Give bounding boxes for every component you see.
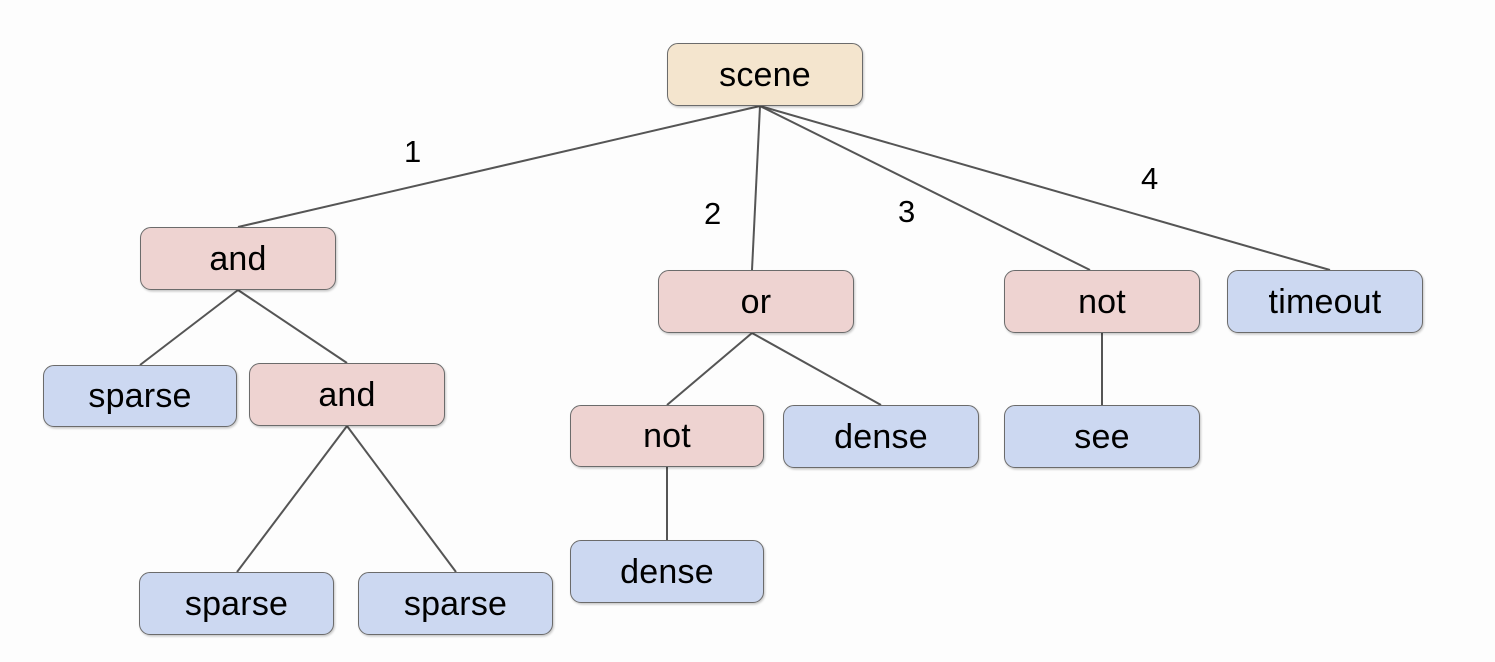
tree-node-see1[interactable]: see — [1004, 405, 1200, 468]
tree-node-dense2[interactable]: dense — [570, 540, 764, 603]
tree-node-and2[interactable]: and — [249, 363, 445, 426]
tree-node-and1[interactable]: and — [140, 227, 336, 290]
tree-node-scene[interactable]: scene — [667, 43, 863, 106]
tree-edge — [751, 105, 761, 271]
tree-edge — [666, 332, 753, 406]
tree-edge — [139, 289, 239, 366]
tree-edge — [237, 105, 761, 228]
tree-node-dense1[interactable]: dense — [783, 405, 979, 468]
tree-node-not2[interactable]: not — [570, 405, 764, 467]
tree-node-or1[interactable]: or — [658, 270, 854, 333]
edge-label-3: 3 — [898, 194, 916, 229]
tree-node-sparse2[interactable]: sparse — [139, 572, 334, 635]
tree-edge — [759, 105, 1331, 271]
edge-label-2: 2 — [704, 196, 722, 231]
tree-edge — [346, 425, 457, 573]
tree-node-timeout1[interactable]: timeout — [1227, 270, 1423, 333]
edge-label-1: 1 — [404, 134, 422, 169]
tree-node-sparse1[interactable]: sparse — [43, 365, 237, 427]
edge-label-4: 4 — [1141, 161, 1159, 196]
tree-edge — [237, 289, 348, 364]
tree-edge — [751, 332, 882, 406]
tree-edge — [759, 105, 1091, 271]
tree-node-not1[interactable]: not — [1004, 270, 1200, 333]
tree-edge — [236, 425, 348, 573]
tree-node-sparse3[interactable]: sparse — [358, 572, 553, 635]
